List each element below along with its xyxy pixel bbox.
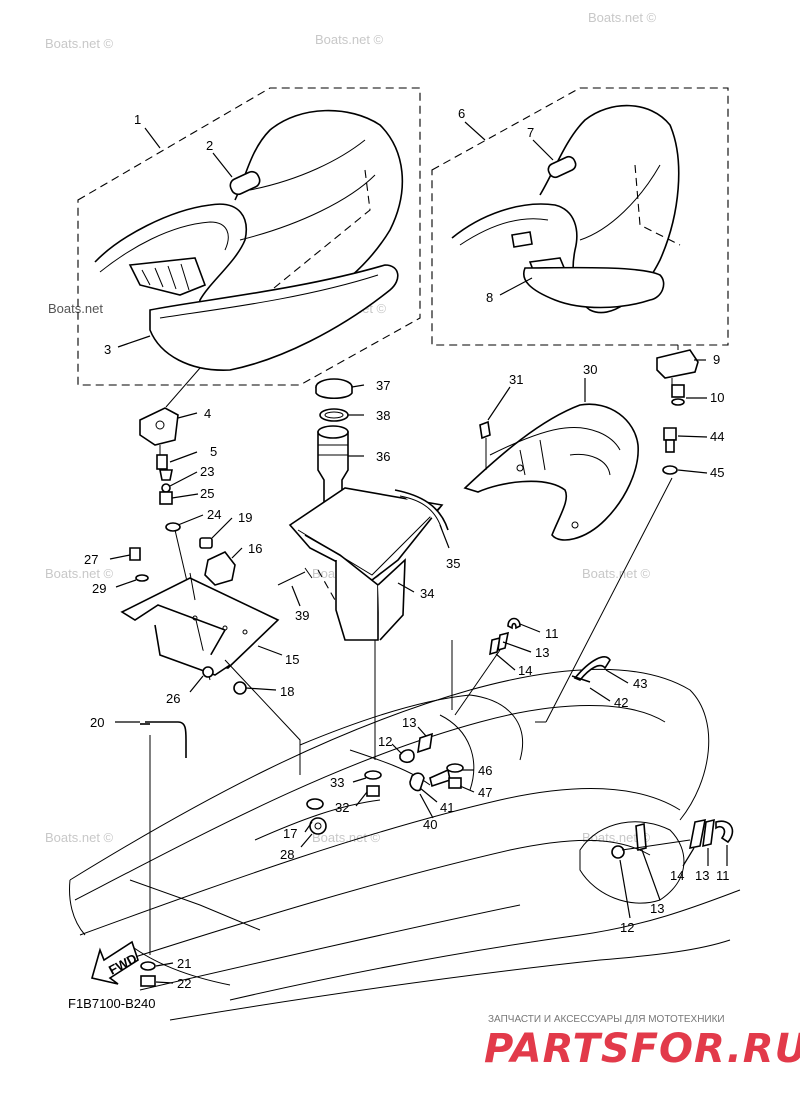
hooks — [140, 617, 734, 955]
callout-11: 11 — [545, 626, 559, 641]
hull-outline — [69, 668, 741, 1021]
callout-42: 42 — [614, 695, 628, 710]
callout-44: 44 — [710, 429, 724, 444]
callout-35: 35 — [446, 556, 460, 571]
callout-45: 45 — [710, 465, 724, 480]
callout-13: 13 — [402, 715, 416, 730]
callout-22: 22 — [177, 976, 191, 991]
callout-31: 31 — [509, 372, 523, 387]
watermark: Boats.net © — [45, 830, 114, 845]
fuel-filler-assembly — [277, 378, 449, 760]
callout-12: 12 — [620, 920, 634, 935]
callout-12: 12 — [378, 734, 392, 749]
callout-40: 40 — [423, 817, 437, 832]
callout-24: 24 — [207, 507, 221, 522]
callout-36: 36 — [376, 449, 390, 464]
watermark: Boats.net © — [45, 36, 114, 51]
callout-14: 14 — [670, 868, 684, 883]
callout-2: 2 — [206, 138, 213, 153]
watermark: Boats.net © — [582, 830, 651, 845]
callout-16: 16 — [248, 541, 262, 556]
seat-assembly-front — [77, 87, 421, 386]
right-hardware — [535, 345, 699, 723]
callout-33: 33 — [330, 775, 344, 790]
callout-5: 5 — [210, 444, 217, 459]
mounting-bracket — [120, 537, 280, 695]
fwd-arrow: FWD — [90, 940, 139, 985]
watermark: Boats.net © — [315, 32, 384, 47]
brand-tagline: ЗАПЧАСТИ И АКСЕССУАРЫ ДЛЯ МОТОТЕХНИКИ — [488, 1014, 725, 1025]
callout-47: 47 — [478, 785, 492, 800]
callout-21: 21 — [177, 956, 191, 971]
brand-logo: ЗАПЧАСТИ И АКСЕССУАРЫ ДЛЯ МОТОТЕХНИКИ PA… — [484, 1014, 800, 1072]
callout-4: 4 — [204, 406, 211, 421]
callout-7: 7 — [527, 125, 534, 140]
callout-46: 46 — [478, 763, 492, 778]
callout-29: 29 — [92, 581, 106, 596]
callout-17: 17 — [283, 826, 297, 841]
callout-6: 6 — [458, 106, 465, 121]
callout-37: 37 — [376, 378, 390, 393]
figure-code: F1B7100-B240 — [68, 996, 155, 1011]
callout-8: 8 — [486, 290, 493, 305]
callout-34: 34 — [420, 586, 434, 601]
left-hardware — [139, 367, 211, 681]
callout-32: 32 — [335, 800, 349, 815]
leader-lines — [109, 121, 728, 984]
callout-38: 38 — [376, 408, 390, 423]
callout-13: 13 — [650, 901, 664, 916]
watermark: Boats.net © — [312, 830, 381, 845]
callout-43: 43 — [633, 676, 647, 691]
watermark: Boats.net © — [45, 566, 114, 581]
callout-1: 1 — [134, 112, 141, 127]
storage-tray — [463, 403, 639, 541]
callout-41: 41 — [440, 800, 454, 815]
watermark: Boats.net © — [582, 566, 651, 581]
callout-9: 9 — [713, 352, 720, 367]
callout-39: 39 — [295, 608, 309, 623]
callout-13: 13 — [695, 868, 709, 883]
watermark: Boats.net © — [588, 10, 657, 25]
callout-19: 19 — [238, 510, 252, 525]
callout-30: 30 — [583, 362, 597, 377]
hull-fasteners — [140, 659, 464, 987]
callout-15: 15 — [285, 652, 299, 667]
callout-11: 11 — [716, 868, 730, 883]
callout-26: 26 — [166, 691, 180, 706]
callout-27: 27 — [84, 552, 98, 567]
callout-14: 14 — [518, 663, 532, 678]
callout-labels: 1 2 3 6 7 8 9 10 44 45 4 5 23 25 24 19 1… — [84, 106, 730, 991]
brand-logo-text: PARTSFOR.RU — [484, 1026, 800, 1072]
callout-23: 23 — [200, 464, 214, 479]
callout-20: 20 — [90, 715, 104, 730]
callout-10: 10 — [710, 390, 724, 405]
watermark: Boats.net — [48, 301, 103, 316]
callout-25: 25 — [200, 486, 214, 501]
callout-13: 13 — [535, 645, 549, 660]
callout-18: 18 — [280, 684, 294, 699]
callout-3: 3 — [104, 342, 111, 357]
seat-assembly-rear — [431, 87, 729, 346]
callout-28: 28 — [280, 847, 294, 862]
